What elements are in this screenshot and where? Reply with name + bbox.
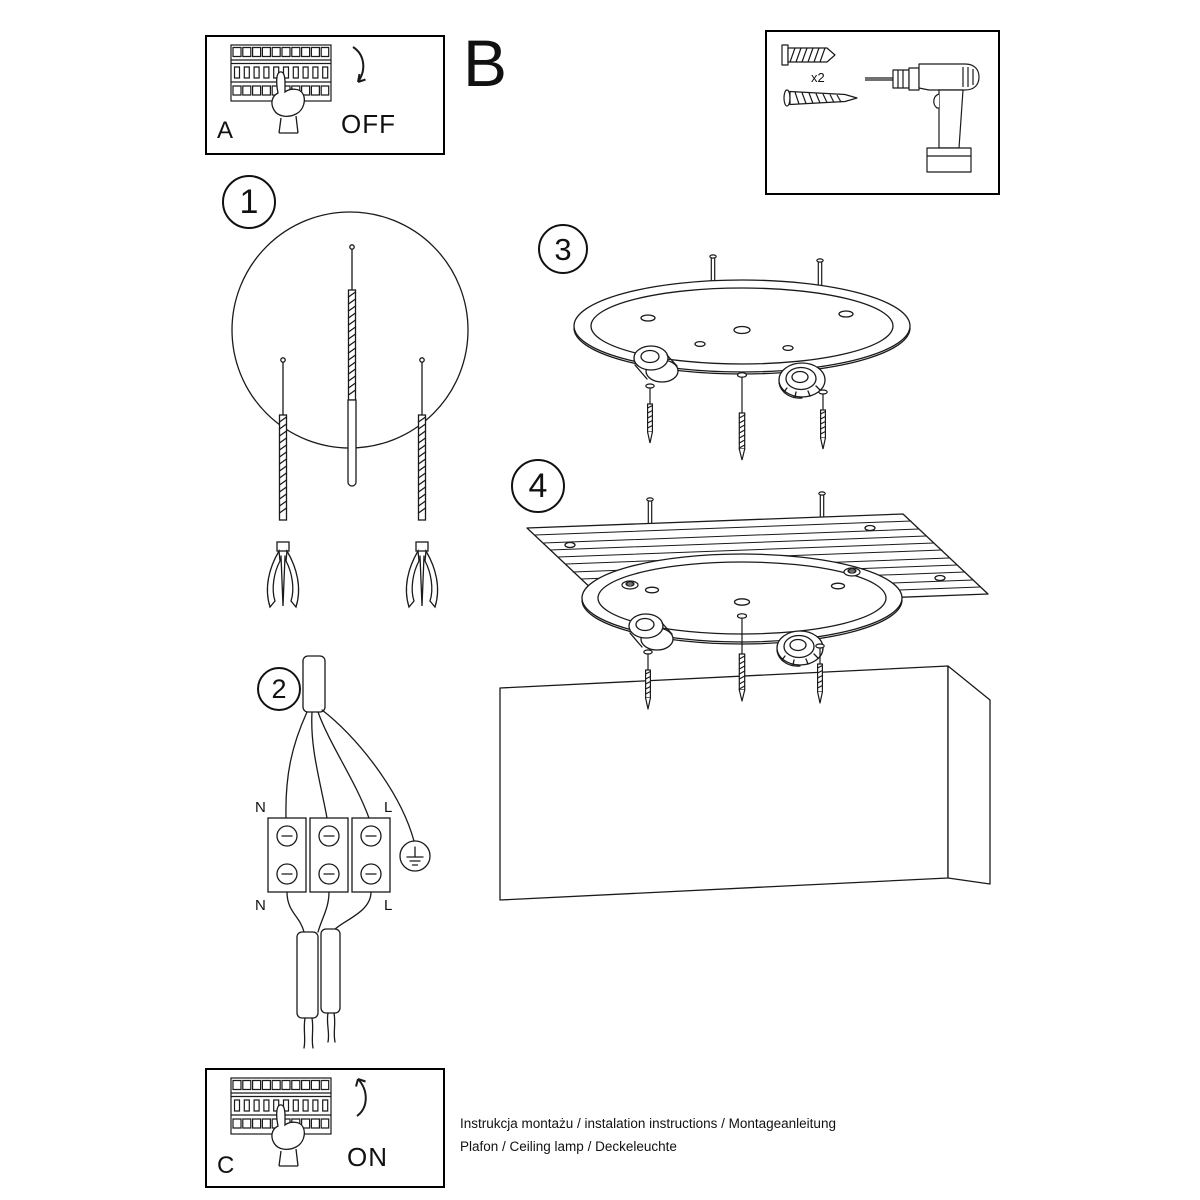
screw-drawing xyxy=(645,383,655,444)
panel-c-label: C xyxy=(217,1152,235,1179)
panel-c-frame: C ON xyxy=(205,1068,445,1188)
step-1-number: 1 xyxy=(222,175,276,229)
wall-plug-drawing xyxy=(405,541,439,608)
arrow-down-icon xyxy=(352,46,366,83)
screw-drawing xyxy=(818,389,828,450)
flange-screw-drawing xyxy=(621,580,639,590)
footer-text: Instrukcja montażu / instalation instruc… xyxy=(460,1112,836,1158)
wall-plug-drawing xyxy=(266,541,300,608)
step-2-number: 2 xyxy=(257,667,301,711)
wire-label-l-bottom: L xyxy=(384,897,393,914)
hardware-frame: x2 xyxy=(765,30,1000,195)
lamp-cable-drawing xyxy=(320,928,341,1014)
power-on-illustration xyxy=(230,1077,367,1167)
lamp-socket-drawing xyxy=(776,630,824,667)
wall-plug-drawing xyxy=(781,44,836,66)
step-4-number: 4 xyxy=(511,459,565,513)
flange-screw-drawing xyxy=(843,567,861,577)
panel-c-state: ON xyxy=(347,1142,388,1172)
step2-wiring-illustration xyxy=(267,655,431,1049)
step4-shade-assembly-illustration xyxy=(499,491,991,901)
step1-anchors-illustration xyxy=(231,211,469,608)
wire-label-l-top: L xyxy=(384,799,393,816)
power-off-illustration xyxy=(230,44,366,134)
ground-symbol xyxy=(399,840,431,872)
center-screw-drawing xyxy=(736,372,748,461)
panel-a-frame: A OFF xyxy=(205,35,445,155)
drill-drawing xyxy=(865,63,980,173)
wire-label-n-bottom: N xyxy=(255,897,266,914)
panel-a-label: A xyxy=(217,117,234,144)
step-3-number: 3 xyxy=(538,224,588,274)
stud-pin-drawing xyxy=(816,258,824,288)
arrow-up-icon xyxy=(355,1078,367,1117)
lamp-cable-drawing xyxy=(296,931,319,1019)
shade-box-front-drawing xyxy=(499,665,949,901)
shade-box-side-drawing xyxy=(947,665,991,885)
supply-cable-drawing xyxy=(302,655,326,713)
step3-mounting-plate-illustration xyxy=(573,254,911,461)
stud-pin-drawing xyxy=(709,254,717,284)
footer-line-2: Plafon / Ceiling lamp / Deckeleuchte xyxy=(460,1139,677,1154)
hardware-illustration xyxy=(781,44,980,173)
section-b-label: B xyxy=(463,26,508,100)
stud-pin-drawing xyxy=(646,497,654,527)
stud-pin-drawing xyxy=(818,491,826,521)
anchor-count-label: x2 xyxy=(811,70,825,85)
wire-label-n-top: N xyxy=(255,799,266,816)
lamp-socket-drawing xyxy=(778,362,826,399)
screw-drawing xyxy=(783,89,858,107)
panel-a-state: OFF xyxy=(341,109,396,139)
footer-line-1: Instrukcja montażu / instalation instruc… xyxy=(460,1116,836,1131)
